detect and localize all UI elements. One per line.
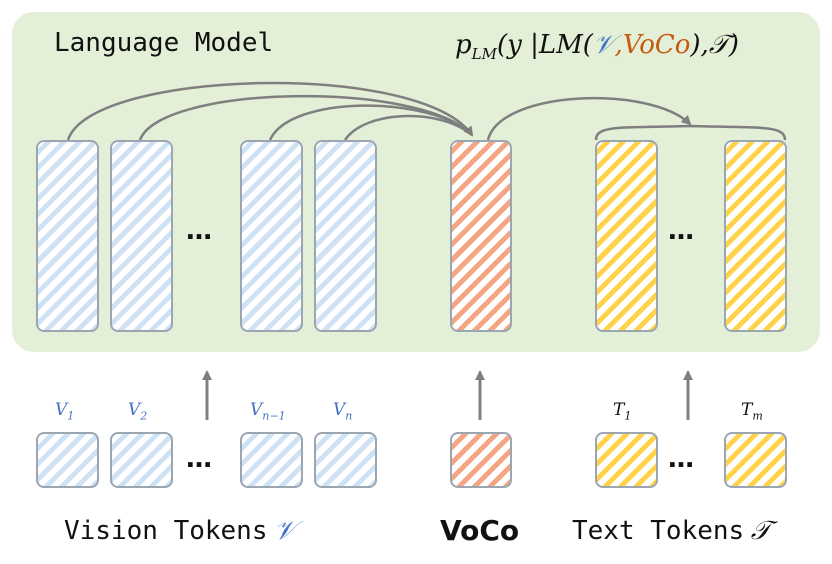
input-text-token-1 bbox=[595, 432, 658, 488]
label-tm-base: T bbox=[741, 400, 753, 420]
label-vn-sub: n bbox=[345, 409, 353, 423]
caption-voco: VoCo bbox=[440, 514, 520, 547]
arc-vn-voco bbox=[343, 114, 473, 141]
upward-arrows bbox=[202, 370, 693, 420]
lm-vision-token-n bbox=[314, 140, 377, 332]
formula: pLM(y |LM(𝒱,VoCo),𝒯) bbox=[455, 30, 739, 63]
voco-to-text-arcs bbox=[486, 97, 787, 141]
label-t1-base: T bbox=[613, 400, 625, 420]
input-vision-token-n-1 bbox=[240, 432, 303, 488]
label-v1-sub: 1 bbox=[67, 409, 75, 423]
arc-v1-voco bbox=[66, 81, 474, 141]
lm-vision-token-1 bbox=[36, 140, 99, 332]
lm-text-ellipsis: … bbox=[668, 216, 696, 246]
formula-open: (y |LM( bbox=[496, 30, 593, 60]
label-v1-base: V bbox=[55, 400, 68, 420]
formula-vision-symbol: 𝒱 bbox=[592, 30, 615, 60]
vision-to-voco-arcs bbox=[66, 81, 474, 141]
label-v1: V1 bbox=[55, 400, 74, 422]
label-vn-base: V bbox=[333, 400, 346, 420]
formula-p-sub: LM bbox=[471, 45, 497, 64]
input-vision-token-n bbox=[314, 432, 377, 488]
label-t1: T1 bbox=[613, 400, 631, 422]
caption-text: Text Tokens 𝒯 bbox=[572, 516, 771, 547]
lm-vision-ellipsis: … bbox=[186, 216, 214, 246]
label-t1-sub: 1 bbox=[624, 409, 632, 423]
input-text-token-m bbox=[724, 432, 787, 488]
input-text-ellipsis: … bbox=[668, 444, 696, 474]
arc-vn1-voco bbox=[268, 104, 473, 141]
label-v2-sub: 2 bbox=[140, 409, 148, 423]
label-v2: V2 bbox=[128, 400, 147, 422]
formula-close1: ), bbox=[690, 30, 709, 60]
caption-text-text: Text Tokens bbox=[572, 516, 745, 546]
input-vision-ellipsis: … bbox=[186, 444, 214, 474]
caption-vision-text: Vision Tokens bbox=[64, 516, 268, 546]
label-vn-1: Vn−1 bbox=[250, 400, 286, 422]
formula-text-symbol: 𝒯 bbox=[708, 30, 729, 60]
label-vn-1-base: V bbox=[250, 400, 263, 420]
panel-title: Language Model bbox=[54, 28, 274, 58]
formula-p: p bbox=[455, 30, 472, 60]
caption-vision: Vision Tokens 𝒱 bbox=[64, 516, 296, 547]
formula-voco: VoCo bbox=[622, 30, 691, 60]
lm-text-token-m bbox=[724, 140, 787, 332]
lm-voco-token bbox=[450, 140, 512, 332]
label-tm-sub: m bbox=[752, 409, 763, 423]
label-vn: Vn bbox=[333, 400, 352, 422]
input-voco-token bbox=[450, 432, 512, 488]
label-v2-base: V bbox=[128, 400, 141, 420]
formula-comma: , bbox=[614, 30, 623, 60]
formula-close2: ) bbox=[728, 30, 739, 60]
input-vision-token-2 bbox=[110, 432, 173, 488]
lm-vision-token-n-1 bbox=[240, 140, 303, 332]
caption-vision-symbol: 𝒱 bbox=[274, 516, 296, 546]
label-tm: Tm bbox=[741, 400, 763, 422]
arc-voco-text bbox=[486, 97, 692, 141]
caption-text-symbol: 𝒯 bbox=[750, 516, 771, 546]
label-vn-1-sub: n−1 bbox=[262, 409, 286, 423]
input-vision-token-1 bbox=[36, 432, 99, 488]
lm-text-token-1 bbox=[595, 140, 658, 332]
lm-vision-token-2 bbox=[110, 140, 173, 332]
brace-text-tokens bbox=[594, 124, 787, 141]
